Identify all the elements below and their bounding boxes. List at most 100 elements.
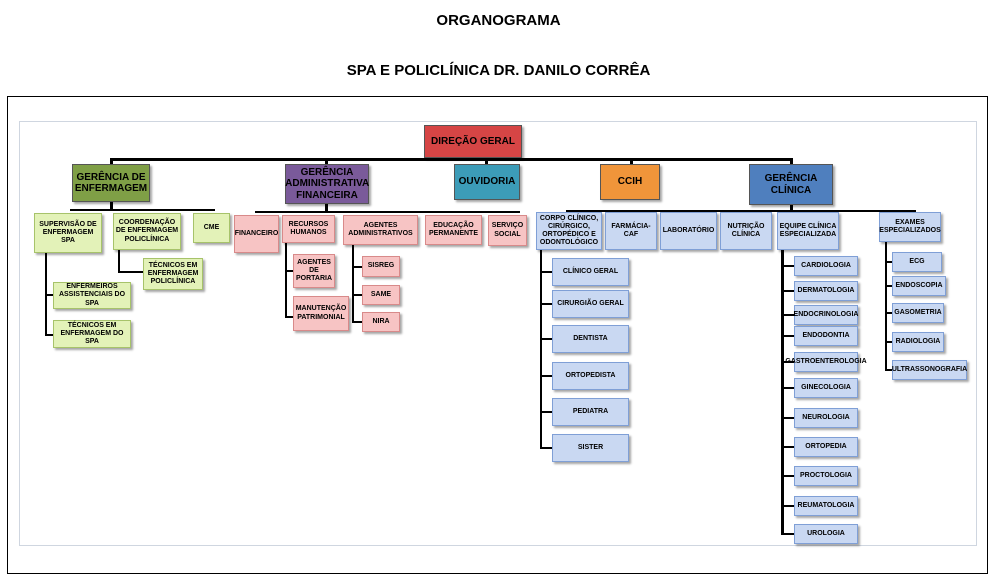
connector: [781, 290, 794, 292]
connector: [325, 204, 328, 212]
connector: [540, 447, 552, 449]
connector: [781, 265, 794, 267]
connector: [352, 266, 362, 268]
node-agentes-portaria: AGENTES DE PORTARIA: [293, 254, 335, 288]
chart-frame: [7, 96, 988, 574]
connector: [485, 158, 488, 164]
node-cme: CME: [193, 213, 230, 243]
equipe-item: NEUROLOGIA: [794, 408, 858, 428]
connector: [255, 211, 520, 213]
connector: [885, 312, 892, 314]
node-laboratorio: LABORATÓRIO: [660, 212, 717, 250]
connector: [540, 303, 552, 305]
connector: [285, 270, 293, 272]
equipe-item: REUMATOLOGIA: [794, 496, 858, 516]
node-gerencia-enfermagem: GERÊNCIA DE ENFERMAGEM: [72, 164, 150, 202]
connector: [352, 294, 362, 296]
node-financeiro: FINANCEIRO: [234, 215, 279, 253]
node-direcao-geral: DIREÇÃO GERAL: [424, 125, 522, 158]
exame-item: GASOMETRIA: [892, 303, 944, 323]
page-title: ORGANOGRAMA: [436, 12, 561, 29]
equipe-item: UROLOGIA: [794, 524, 858, 544]
connector: [790, 205, 793, 212]
connector: [352, 245, 354, 322]
node-nira: NIRA: [362, 312, 400, 332]
connector: [781, 314, 794, 316]
connector: [885, 341, 892, 343]
corpo-item: CIRURGIÃO GERAL: [552, 290, 629, 318]
page-subtitle: SPA E POLICLÍNICA DR. DANILO CORRÊA: [346, 62, 651, 79]
node-equipe-clinica: EQUIPE CLÍNICA ESPECIALIZADA: [777, 212, 839, 250]
connector: [885, 261, 892, 263]
connector: [781, 387, 794, 389]
corpo-item: SISTER: [552, 434, 629, 462]
node-manutencao-patrimonial: MANUTENÇÃO PATRIMONIAL: [293, 296, 349, 331]
connector: [540, 271, 552, 273]
node-same: SAME: [362, 285, 400, 305]
node-gerencia-administrativa: GERÊNCIA ADMINISTRATIVA FINANCEIRA: [285, 164, 369, 204]
corpo-item: PEDIATRA: [552, 398, 629, 426]
equipe-item: ORTOPEDIA: [794, 437, 858, 457]
connector: [781, 446, 794, 448]
node-ccih: CCIH: [600, 164, 660, 200]
equipe-item: ENDODONTIA: [794, 326, 858, 346]
node-servico-social: SERVIÇO SOCIAL: [488, 215, 527, 246]
node-agentes-administrativos: AGENTES ADMINISTRATIVOS: [343, 215, 418, 245]
node-sisreg: SISREG: [362, 256, 400, 277]
connector: [540, 338, 552, 340]
node-corpo-clinico: CORPO CLÍNICO, CIRÚRGICO, ORTOPÉDICO E O…: [536, 212, 602, 250]
node-tecnicos-policlinica: TÉCNICOS EM ENFERMAGEM POLICLÍNICA: [143, 258, 203, 290]
connector: [540, 375, 552, 377]
node-exames: EXAMES ESPECIALIZADOS: [879, 212, 941, 242]
connector: [285, 243, 287, 318]
connector: [781, 250, 784, 535]
connector: [781, 533, 794, 535]
exame-item: ULTRASSONOGRAFIA: [892, 360, 967, 380]
connector: [540, 250, 542, 448]
node-tecnicos-spa: TÉCNICOS EM ENFERMAGEM DO SPA: [53, 320, 131, 348]
connector: [70, 209, 215, 211]
equipe-item: DERMATOLOGIA: [794, 281, 858, 301]
connector: [285, 316, 293, 318]
node-recursos-humanos: RECURSOS HUMANOS: [282, 215, 335, 243]
equipe-item: GINECOLOGIA: [794, 378, 858, 398]
connector: [781, 475, 794, 477]
connector: [781, 505, 794, 507]
equipe-item: PROCTOLOGIA: [794, 466, 858, 486]
chart-canvas: [19, 121, 977, 546]
connector: [110, 202, 113, 211]
connector: [118, 271, 143, 273]
connector: [45, 334, 53, 336]
node-educacao-permanente: EDUCAÇÃO PERMANENTE: [425, 215, 482, 245]
equipe-item: GASTROENTEROLOGIA: [785, 352, 867, 372]
node-ouvidoria: OUVIDORIA: [454, 164, 520, 200]
exame-item: RADIOLOGIA: [892, 332, 944, 352]
node-farmacia: FARMÁCIA-CAF: [605, 212, 657, 250]
node-supervisao-enfermagem: SUPERVISÃO DE ENFERMAGEM SPA: [34, 213, 102, 253]
connector: [110, 158, 113, 164]
node-enfermeiros-assistenciais: ENFERMEIROS ASSISTENCIAIS DO SPA: [53, 282, 131, 309]
connector: [325, 158, 328, 164]
connector: [781, 361, 794, 363]
connector: [352, 321, 362, 323]
corpo-item: DENTISTA: [552, 325, 629, 353]
node-coordenacao-enfermagem: COORDENAÇÃO DE ENFERMAGEM POLICLÍNICA: [113, 213, 181, 250]
connector: [45, 294, 53, 296]
corpo-item: CLÍNICO GERAL: [552, 258, 629, 286]
main-connector: [110, 158, 793, 161]
connector: [630, 158, 633, 164]
connector: [781, 417, 794, 419]
connector: [885, 285, 892, 287]
connector: [885, 242, 887, 369]
corpo-item: ORTOPEDISTA: [552, 362, 629, 390]
node-gerencia-clinica: GERÊNCIA CLÍNICA: [749, 164, 833, 205]
exame-item: ECG: [892, 252, 942, 272]
connector: [781, 335, 794, 337]
connector: [566, 210, 916, 212]
exame-item: ENDOSCOPIA: [892, 276, 946, 296]
connector: [540, 411, 552, 413]
connector: [118, 250, 120, 272]
equipe-item: CARDIOLOGIA: [794, 256, 858, 276]
equipe-item: ENDOCRINOLOGIA: [794, 305, 858, 325]
connector: [885, 369, 892, 371]
